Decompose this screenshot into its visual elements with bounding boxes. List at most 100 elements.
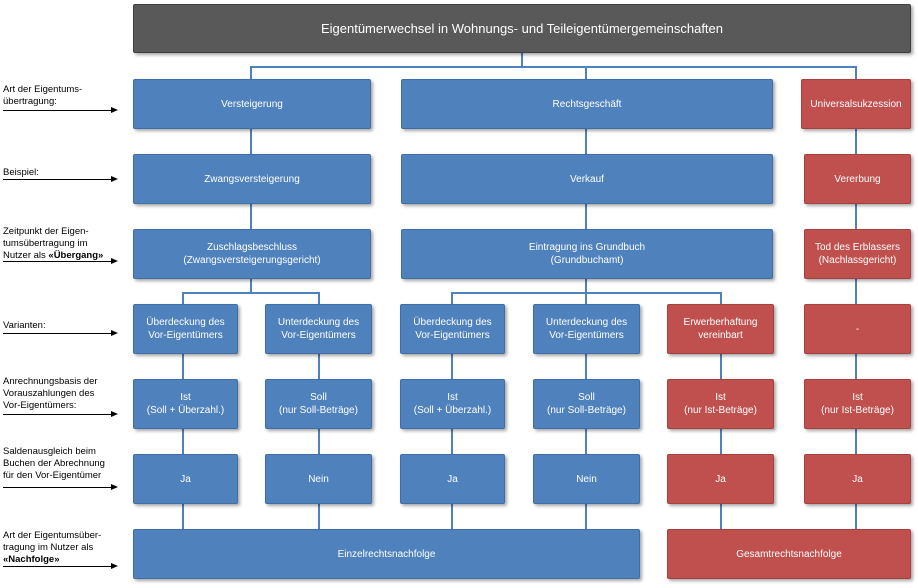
node-rechtsgeschaeft: Rechtsgeschäft bbox=[401, 79, 773, 129]
label-line: übertragung: bbox=[3, 96, 57, 107]
node-text: (nur Soll-Beträge) bbox=[547, 405, 626, 416]
connector bbox=[250, 66, 252, 79]
label-line: Vorauszahlungen des bbox=[3, 388, 95, 399]
node-soll: Soll (nur Soll-Beträge) bbox=[533, 379, 640, 429]
connector bbox=[855, 429, 857, 454]
label-line: Beispiel: bbox=[3, 167, 39, 178]
node-ja: Ja bbox=[133, 454, 238, 504]
node-eintragung-grundbuch: Eintragung ins Grundbuch (Grundbuchamt) bbox=[401, 229, 773, 279]
node-text: (nur Ist-Beträge) bbox=[684, 405, 757, 416]
connector bbox=[720, 292, 722, 304]
node-content: Soll (nur Soll-Beträge) bbox=[547, 391, 626, 417]
node-text: Nein bbox=[308, 473, 329, 485]
label-line: Vor-Eigentümers: bbox=[3, 400, 77, 411]
connector bbox=[855, 129, 857, 154]
label-line: Saldenausgleich beim bbox=[3, 446, 96, 457]
node-content: Unterdeckung des Vor-Eigentümers bbox=[278, 316, 359, 342]
arrow-right-icon bbox=[3, 107, 118, 113]
label-line: Zeitpunkt der Eigen- bbox=[3, 226, 89, 237]
node-text: Vor-Eigentümers bbox=[148, 330, 223, 341]
node-ja: Ja bbox=[400, 454, 505, 504]
node-content: Ist (Soll + Überzahl.) bbox=[414, 391, 492, 417]
node-text: Vor-Eigentümers bbox=[549, 330, 624, 341]
connector bbox=[585, 354, 587, 379]
connector bbox=[855, 504, 857, 529]
connector bbox=[250, 204, 252, 229]
node-vererbung: Vererbung bbox=[804, 154, 911, 204]
node-content: Unterdeckung des Vor-Eigentümers bbox=[546, 316, 627, 342]
node-content: Ist (Soll + Überzahl.) bbox=[147, 391, 225, 417]
node-text: (Soll + Überzahl.) bbox=[146, 405, 225, 416]
node-text: Ist bbox=[180, 392, 191, 403]
arrow-right-icon bbox=[3, 563, 118, 569]
connector bbox=[318, 354, 320, 379]
node-verkauf: Verkauf bbox=[401, 154, 773, 204]
node-zuschlagsbeschluss: Zuschlagsbeschluss (Zwangsversteigerungs… bbox=[133, 229, 371, 279]
connector bbox=[250, 129, 252, 154]
node-text: Rechtsgeschäft bbox=[552, 98, 622, 110]
connector bbox=[182, 504, 184, 529]
node-text: Soll bbox=[578, 392, 595, 403]
diagram-title: Eigentümerwechsel in Wohnungs- und Teile… bbox=[133, 4, 911, 53]
node-text: Soll bbox=[310, 392, 327, 403]
label-line: für den Vor-Eigentümer bbox=[3, 470, 102, 481]
arrow-right-icon bbox=[3, 258, 118, 264]
label-line: Art der Eigentums- bbox=[3, 84, 83, 95]
node-text: (Grundbuchamt) bbox=[550, 255, 624, 266]
node-text: - bbox=[855, 323, 860, 335]
label-saldo: Saldenausgleich beim Buchen der Abrechnu… bbox=[3, 446, 121, 482]
node-text: Vererbung bbox=[834, 173, 881, 185]
node-unterdeckung: Unterdeckung des Vor-Eigentümers bbox=[533, 304, 640, 354]
connector bbox=[451, 292, 453, 304]
node-text: Überdeckung des bbox=[146, 317, 225, 328]
node-text: Überdeckung des bbox=[413, 317, 492, 328]
connector bbox=[182, 429, 184, 454]
label-line: Buchen der Abrechnung bbox=[3, 458, 105, 469]
label-line: tumsübertragung im bbox=[3, 238, 88, 249]
connector bbox=[585, 279, 587, 293]
label-nachfolge: Art der Eigentumsüber- tragung im Nutzer… bbox=[3, 530, 121, 566]
node-text: Unterdeckung des bbox=[545, 317, 628, 328]
node-text: Tod des Erblassers bbox=[814, 242, 901, 253]
connector bbox=[521, 53, 523, 67]
connector bbox=[182, 292, 184, 304]
connector bbox=[855, 354, 857, 379]
node-nein: Nein bbox=[265, 454, 372, 504]
node-text: Ist bbox=[447, 392, 458, 403]
node-gesamtrechtsnachfolge: Gesamtrechtsnachfolge bbox=[667, 529, 911, 579]
node-ist-only: Ist (nur Ist-Beträge) bbox=[804, 379, 911, 429]
connector bbox=[318, 292, 320, 304]
connector bbox=[585, 204, 587, 229]
arrow-right-icon bbox=[3, 484, 118, 490]
connector bbox=[585, 66, 587, 79]
connector bbox=[720, 429, 722, 454]
node-text: Nein bbox=[576, 473, 597, 485]
node-versteigerung: Versteigerung bbox=[133, 79, 371, 129]
node-ueberdeckung: Überdeckung des Vor-Eigentümers bbox=[400, 304, 505, 354]
label-bold: «Übergang» bbox=[48, 250, 104, 261]
node-text: Unterdeckung des bbox=[277, 317, 360, 328]
connector bbox=[585, 429, 587, 454]
node-text: Ja bbox=[715, 473, 726, 485]
node-text: Universalsukzession bbox=[810, 98, 902, 110]
node-variante-leer: - bbox=[804, 304, 911, 354]
node-text: vereinbart bbox=[698, 330, 743, 341]
node-content: Überdeckung des Vor-Eigentümers bbox=[146, 316, 224, 342]
node-text: Ist bbox=[715, 392, 726, 403]
node-content: Tod des Erblassers (Nachlassgericht) bbox=[815, 241, 900, 267]
label-line: Varianten: bbox=[3, 320, 46, 331]
node-text: (nur Ist-Beträge) bbox=[821, 405, 894, 416]
connector bbox=[720, 504, 722, 529]
node-text: (nur Soll-Beträge) bbox=[279, 405, 358, 416]
node-ja: Ja bbox=[667, 454, 774, 504]
node-erwerberhaftung: Erwerberhaftung vereinbart bbox=[667, 304, 774, 354]
node-content: Ist (nur Ist-Beträge) bbox=[821, 391, 894, 417]
connector bbox=[182, 354, 184, 379]
arrow-right-icon bbox=[3, 176, 118, 182]
connector bbox=[451, 354, 453, 379]
connector bbox=[585, 504, 587, 529]
label-line: Art der Eigentumsüber- bbox=[3, 530, 102, 541]
label-line: tragung im Nutzer als bbox=[3, 542, 94, 553]
node-text: (Zwangsversteigerungsgericht) bbox=[183, 255, 321, 266]
connector bbox=[318, 429, 320, 454]
